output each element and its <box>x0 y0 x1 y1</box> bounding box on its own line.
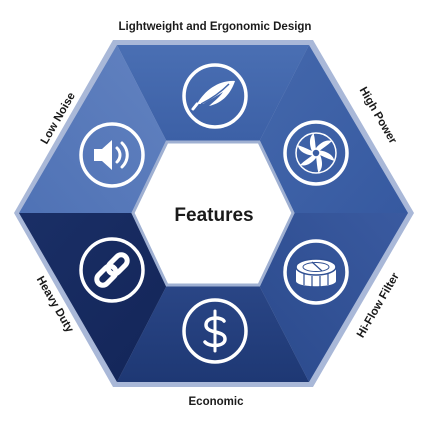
segment-bottom <box>117 285 309 382</box>
center-title: Features <box>174 205 253 226</box>
feather-icon <box>182 63 248 129</box>
fan-icon <box>283 120 349 186</box>
filter-icon <box>283 239 349 305</box>
dollar-icon <box>182 298 248 364</box>
speaker-icon <box>79 122 145 188</box>
center-hexagon <box>131 140 295 287</box>
label-lightweight-design: Lightweight and Ergonomic Design <box>119 21 312 33</box>
segment-bottom-left <box>19 213 167 382</box>
chain-link-icon <box>79 237 145 303</box>
label-economic: Economic <box>189 396 245 408</box>
